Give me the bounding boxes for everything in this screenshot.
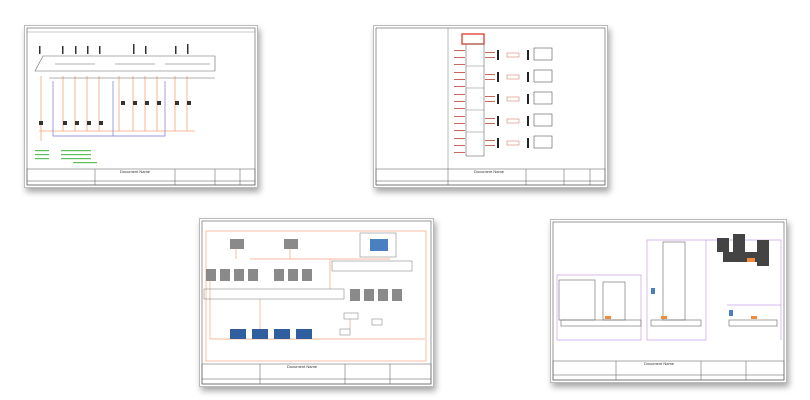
terminal-diagram-drawing: [375, 27, 606, 186]
circuit-schematic-drawing: [26, 27, 256, 186]
highlighted-device-tag: [461, 33, 485, 45]
schematic-sheet-2[interactable]: Document Name: [373, 25, 608, 188]
title-block-name: Document Name: [119, 169, 150, 174]
title-block-name: Document Name: [643, 361, 674, 366]
title-block-name: Document Name: [286, 364, 317, 369]
schematic-sheet-3[interactable]: Document Name: [199, 218, 434, 387]
title-block-name: Document Name: [473, 169, 504, 174]
schematic-sheet-1[interactable]: Document Name: [24, 25, 258, 188]
schematic-sheet-4[interactable]: Document Name: [550, 219, 787, 383]
installation-layout-drawing: [552, 221, 785, 381]
system-overview-drawing: [201, 220, 432, 385]
